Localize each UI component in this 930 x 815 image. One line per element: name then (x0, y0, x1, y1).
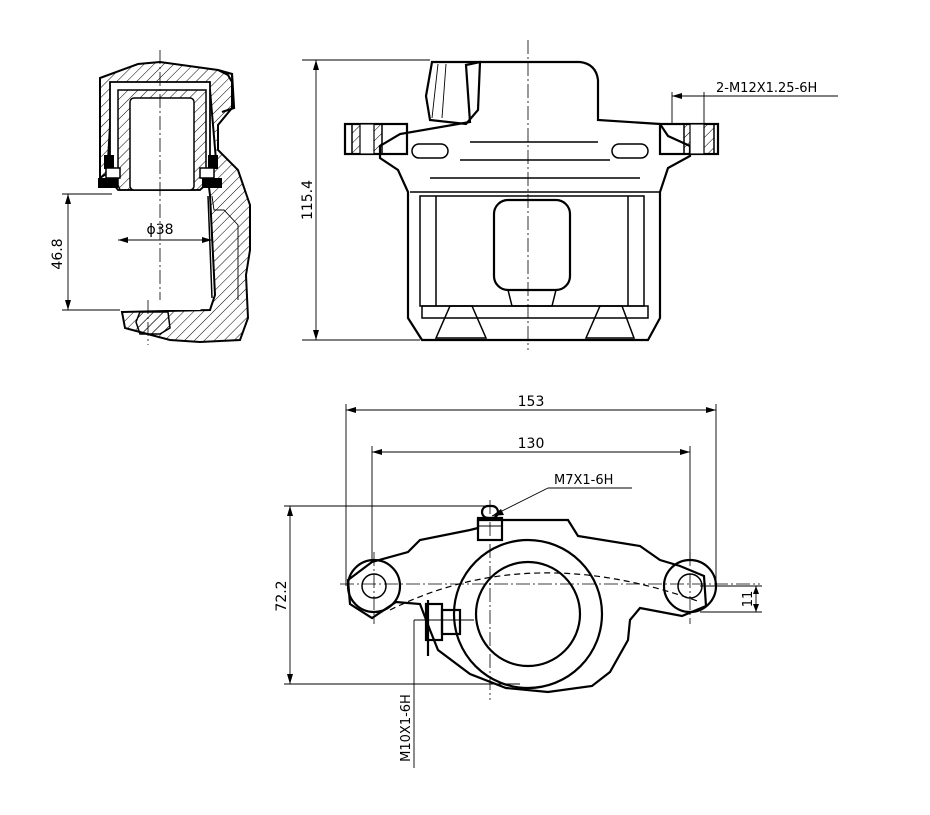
dim-piston-diameter: ϕ38 (146, 222, 173, 238)
inlet-fitting (414, 600, 474, 656)
top-view: 153 130 M7X1-6H 72.2 11 M10X1-6H (274, 394, 762, 768)
dim-inlet-thread: M10X1-6H (399, 694, 414, 762)
dim-bleeder-thread: M7X1-6H (554, 473, 613, 488)
brake-pad (492, 198, 572, 292)
dim-mount-spacing: 130 (518, 436, 545, 452)
right-seal (199, 155, 222, 188)
left-ear (343, 122, 409, 156)
dim-mount-thread: 2-M12X1.25-6H (716, 81, 817, 96)
dim-overall-height: 115.4 (300, 180, 316, 220)
dim-overall-width: 153 (518, 394, 545, 410)
piston-bore (452, 538, 604, 690)
left-seal (98, 155, 121, 188)
front-view: 115.4 2-M12X1.25-6H (300, 40, 838, 350)
dim-overall-depth: 72.2 (274, 580, 290, 611)
dim-piston-height: 46.8 (50, 238, 66, 269)
dim-offset: 11 (741, 591, 756, 608)
right-ear (658, 122, 720, 156)
section-view: 46.8 ϕ38 (50, 50, 251, 345)
